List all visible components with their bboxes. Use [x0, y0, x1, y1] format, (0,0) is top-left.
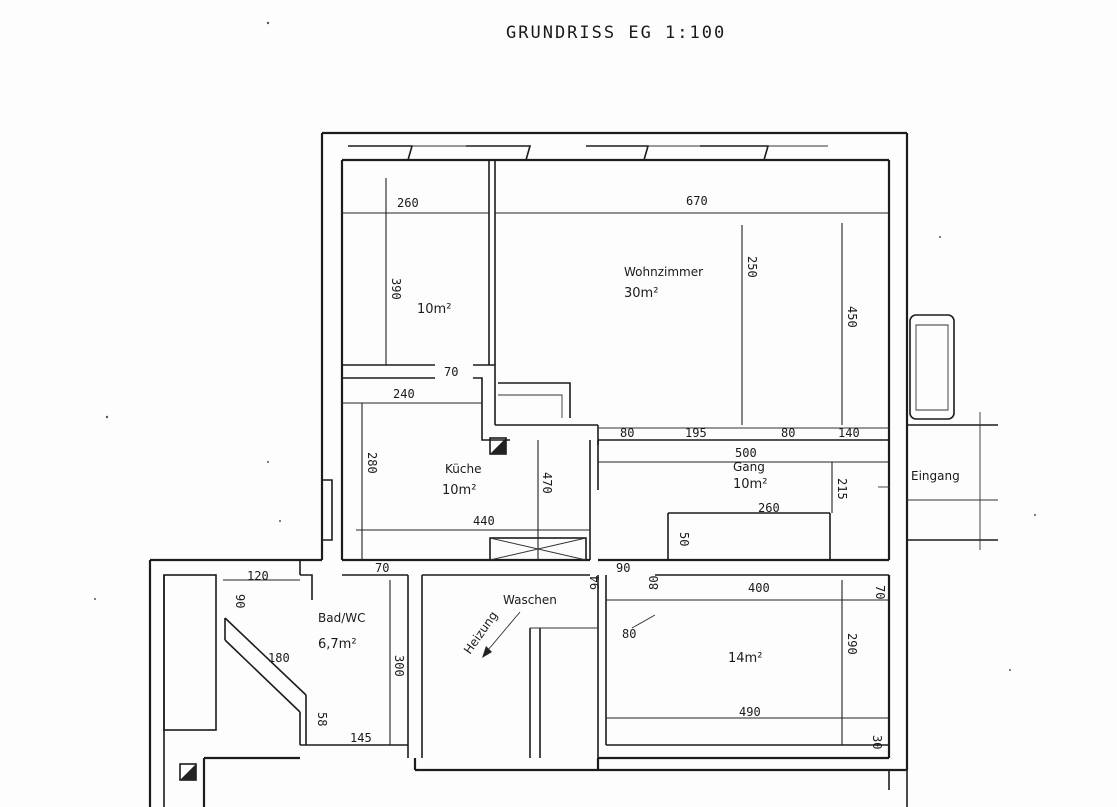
dim-195: 195 — [685, 426, 707, 440]
dim-80-b: 80 — [781, 426, 795, 440]
kueche-name: Küche — [445, 462, 481, 476]
eingang-label: Eingang — [911, 469, 960, 483]
scan-specks — [94, 21, 1036, 671]
interior-walls — [163, 160, 889, 758]
dim-260-top: 260 — [397, 196, 419, 210]
room-se-area: 14m² — [728, 651, 762, 666]
dim-240: 240 — [393, 387, 415, 401]
dim-140: 140 — [838, 426, 860, 440]
dim-260-gang: 260 — [758, 501, 780, 515]
dim-670: 670 — [686, 194, 708, 208]
dim-440: 440 — [473, 514, 495, 528]
dim-470: 470 — [540, 472, 554, 494]
dim-30: 30 — [870, 735, 884, 749]
bad-area: 6,7m² — [318, 637, 357, 652]
left-wall-recess — [322, 479, 333, 541]
dim-215: 215 — [835, 478, 849, 500]
dim-80-vertical: 80 — [647, 576, 661, 590]
dim-490: 490 — [739, 705, 761, 719]
dim-390: 390 — [389, 278, 403, 300]
dim-120: 120 — [247, 569, 269, 583]
chimney-symbol-upper — [489, 437, 507, 455]
dim-70-se: 70 — [873, 585, 887, 599]
gang-name: Gang — [733, 460, 765, 474]
dim-70-upper: 70 — [444, 365, 458, 379]
dim-50: 50 — [677, 532, 691, 546]
dim-58: 58 — [315, 712, 329, 726]
room-nw-area: 10m² — [417, 302, 451, 317]
chimney-symbol-lower — [179, 763, 197, 781]
dim-250: 250 — [745, 256, 759, 278]
kueche-area: 10m² — [442, 483, 476, 498]
gang-area: 10m² — [733, 477, 767, 492]
dim-300: 300 — [392, 655, 406, 677]
bathtub-fixture — [909, 314, 955, 420]
bad-name: Bad/WC — [318, 611, 366, 625]
dim-80-door: 80 — [622, 627, 636, 641]
dim-145: 145 — [350, 731, 372, 745]
dim-70-lower: 70 — [375, 561, 389, 575]
entrance-porch — [878, 412, 998, 550]
outer-walls — [148, 131, 909, 807]
door-swing-arc — [631, 614, 656, 629]
wohnzimmer-fixture — [498, 382, 571, 418]
dimension-lines — [223, 178, 889, 745]
dim-500: 500 — [735, 446, 757, 460]
windows-top — [348, 145, 828, 161]
dim-90-door: 90 — [616, 561, 630, 575]
waschen-label: Waschen — [503, 593, 557, 607]
wohnzimmer-area: 30m² — [624, 286, 658, 301]
dim-94: 94 — [588, 576, 602, 590]
dim-400: 400 — [748, 581, 770, 595]
dim-180: 180 — [268, 651, 290, 665]
dim-90-bad: 90 — [233, 594, 247, 608]
dim-80-a: 80 — [620, 426, 634, 440]
heizung-label: Heizung — [461, 609, 501, 657]
waschen-arrow — [487, 611, 521, 651]
arrow-head-icon — [482, 646, 492, 658]
dim-280: 280 — [365, 452, 379, 474]
wohnzimmer-name: Wohnzimmer — [624, 265, 703, 279]
dim-450: 450 — [845, 306, 859, 328]
plan-title: GRUNDRISS EG 1:100 — [506, 23, 726, 43]
dim-290: 290 — [845, 633, 859, 655]
